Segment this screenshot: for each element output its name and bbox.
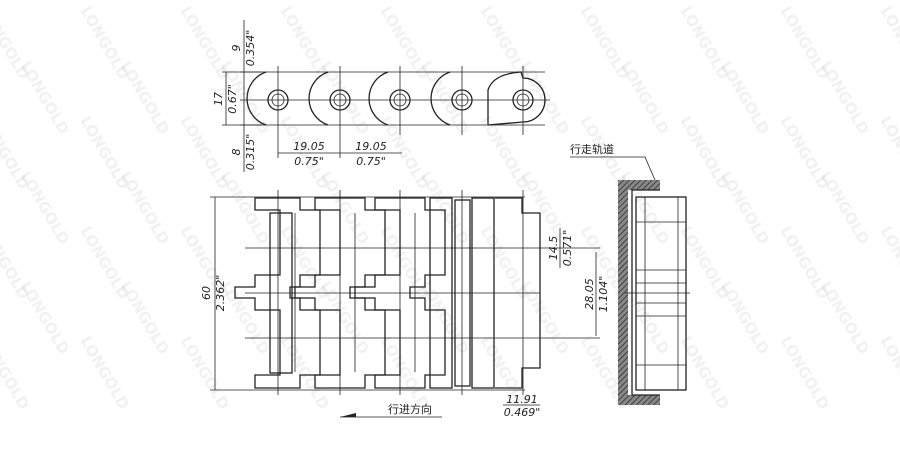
link-plate bbox=[246, 71, 267, 126]
dim-bot-mm: 8 bbox=[230, 149, 243, 156]
dim-b-mm: 28.05 bbox=[583, 278, 596, 310]
link-body bbox=[234, 197, 321, 389]
dim-a-mm: 14.5 bbox=[547, 236, 560, 261]
dim-mid-in: 0.67" bbox=[226, 84, 239, 114]
link-plate bbox=[430, 71, 451, 126]
pitch1-mm: 19.05 bbox=[293, 140, 325, 153]
watermark-text: LONGOLD bbox=[17, 58, 73, 137]
top-view: 9 0.354" 17 0.67" 8 0.315" 19.05 0.75" 1… bbox=[212, 20, 550, 172]
watermark-text: LONGOLD bbox=[717, 58, 773, 137]
dim-b-in: 1.104" bbox=[597, 276, 610, 313]
dim-c-mm: 11.91 bbox=[506, 393, 538, 406]
watermark-text: LONGOLD bbox=[17, 278, 73, 357]
watermark-text: LONGOLD bbox=[717, 168, 773, 247]
watermark-text: LONGOLD bbox=[417, 58, 473, 137]
watermark-text: LONGOLD bbox=[617, 58, 673, 137]
dim-mid-mm: 17 bbox=[212, 92, 225, 106]
watermark-text: LONGOLD bbox=[117, 58, 173, 137]
pitch2-in: 0.75" bbox=[356, 155, 386, 168]
watermark-text: LONGOLD bbox=[817, 278, 873, 357]
watermark-text: LONGOLD bbox=[177, 333, 233, 412]
watermark-text: LONGOLD bbox=[877, 223, 900, 302]
watermark-text: LONGOLD bbox=[77, 333, 133, 412]
watermark-text: LONGOLD bbox=[677, 333, 733, 412]
link-plate bbox=[368, 71, 389, 126]
watermark-text: LONGOLD bbox=[117, 168, 173, 247]
pitch2-mm: 19.05 bbox=[355, 140, 387, 153]
watermark-text: LONGOLD bbox=[817, 168, 873, 247]
right-link bbox=[495, 197, 541, 389]
side-view: 行走轨道 bbox=[570, 142, 690, 405]
watermark-text: LONGOLD bbox=[777, 333, 833, 412]
width-mm: 60 bbox=[200, 286, 213, 300]
plan-view: 60 2.362" 14.5 0.571" 28.05 1.104" 11.91… bbox=[200, 190, 610, 419]
direction-label: 行进方向 bbox=[388, 402, 432, 416]
dim-a-in: 0.571" bbox=[561, 230, 574, 267]
watermark-text: LONGOLD bbox=[0, 333, 33, 412]
watermark-text: LONGOLD bbox=[877, 3, 900, 82]
watermark-text: LONGOLD bbox=[17, 168, 73, 247]
dim-top-in: 0.354" bbox=[244, 30, 257, 67]
watermark-text: LONGOLD bbox=[517, 278, 573, 357]
link-body bbox=[294, 197, 386, 389]
track-label: 行走轨道 bbox=[570, 142, 614, 156]
link-body bbox=[354, 197, 446, 389]
dim-c-in: 0.469" bbox=[504, 406, 541, 419]
link-plate bbox=[487, 71, 546, 126]
watermark-text: LONGOLD bbox=[877, 113, 900, 192]
width-in: 2.362" bbox=[214, 275, 227, 312]
dim-top-mm: 9 bbox=[230, 45, 243, 52]
dim-bot-in: 0.315" bbox=[244, 134, 257, 171]
direction-arrow-icon bbox=[340, 413, 356, 417]
watermark-text: LONGOLD bbox=[117, 278, 173, 357]
watermark-text: LONGOLD bbox=[717, 278, 773, 357]
pitch1-in: 0.75" bbox=[294, 155, 324, 168]
watermark-text: LONGOLD bbox=[817, 58, 873, 137]
watermark-text: LONGOLD bbox=[317, 58, 373, 137]
link-plate bbox=[308, 71, 329, 126]
watermark-text: LONGOLD bbox=[317, 278, 373, 357]
watermark-text: LONGOLD bbox=[877, 333, 900, 412]
watermark-text: LONGOLD bbox=[217, 168, 273, 247]
